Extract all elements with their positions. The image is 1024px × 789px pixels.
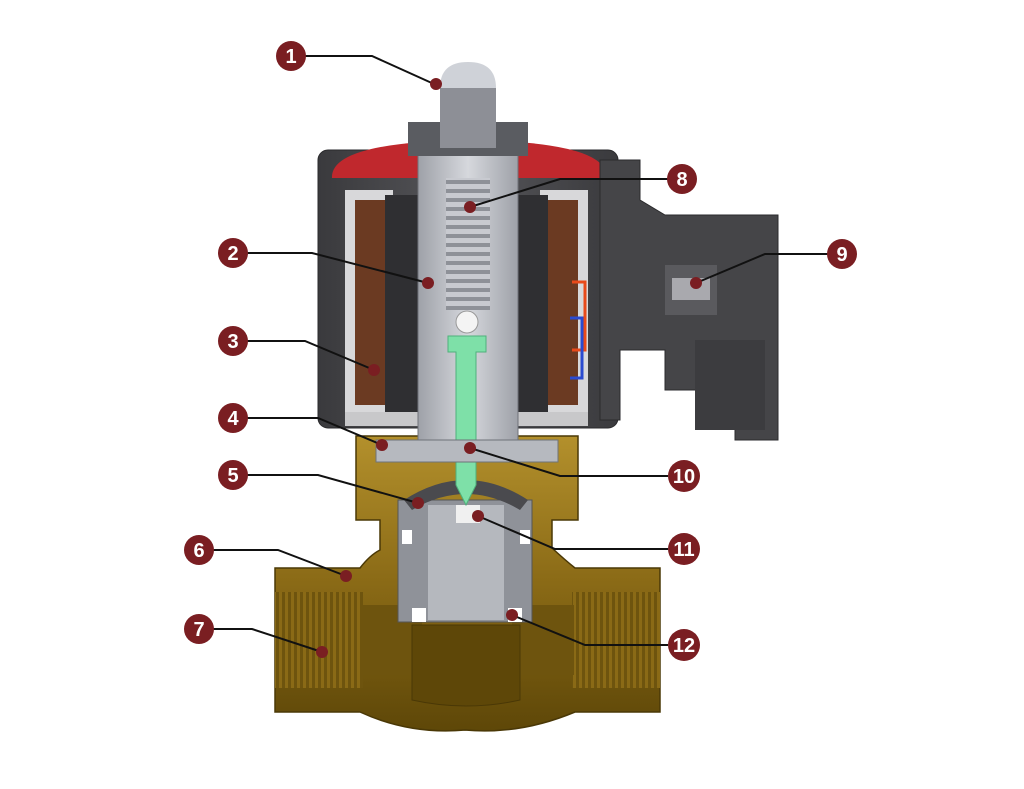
leader-7 [213,628,323,653]
callout-label-1: 1 [285,46,296,68]
callout-label-7: 7 [193,619,204,641]
callout-badge-1 [276,41,306,71]
leader-2 [247,252,429,284]
adjust-stem [440,88,496,148]
callout-badges: 1 2 3 4 5 6 7 8 [184,41,857,661]
pointer-dot-1 [430,78,442,90]
callout-7: 7 [184,614,214,644]
stem-cap [440,62,496,88]
pointer-dot-8 [464,201,476,213]
leader-1 [305,55,435,85]
leader-3 [247,340,375,371]
callout-11: 11 [668,533,700,565]
leader-5 [247,474,419,504]
inlet-thread [275,592,363,688]
callout-label-4: 4 [227,408,239,430]
callout-label-8: 8 [676,169,687,191]
pointer-dot-3 [368,364,380,376]
callout-badge-4 [218,403,248,433]
pointer-dot-2 [422,277,434,289]
callout-label-3: 3 [227,331,238,353]
pointer-dot-9 [690,277,702,289]
connector-cable-entry [695,340,765,430]
callout-label-12: 12 [673,635,695,657]
callout-label-10: 10 [673,466,695,488]
callout-badge-5 [218,460,248,490]
pointer-dot-7 [316,646,328,658]
leader-6 [213,549,347,577]
leader-9 [695,253,828,284]
callout-2: 2 [218,238,248,268]
callout-badge-11 [668,533,700,565]
pointer-dot-4 [376,439,388,451]
leader-4 [247,417,383,446]
wire-red [572,280,587,352]
callout-badge-10 [668,460,700,492]
callout-label-6: 6 [193,540,204,562]
callout-9: 9 [827,239,857,269]
callout-label-11: 11 [673,539,694,561]
seat-assembly [397,480,533,623]
callout-12: 12 [668,629,700,661]
diaphragm [404,480,528,510]
callout-badge-12 [668,629,700,661]
pointer-dot-5 [412,497,424,509]
coil-inner-left [385,195,421,415]
pointer-dot-11 [472,510,484,522]
center-passage [411,624,521,707]
armature-assembly [375,62,559,507]
callout-1: 1 [276,41,306,71]
callout-badge-2 [218,238,248,268]
seat-housing-center [428,505,504,620]
electrical-connector [599,159,779,441]
pointer-dot-6 [340,570,352,582]
coil-winding-right [548,200,578,405]
wire-blue [570,316,584,380]
leader-12 [511,614,668,646]
leader-10 [469,447,668,477]
callout-label-2: 2 [227,243,238,265]
pointer-dot-10 [464,442,476,454]
outlet-thread [572,592,660,688]
leader-8 [469,178,668,208]
seat-left-block [412,608,426,622]
callout-badge-8 [667,164,697,194]
spring [446,178,490,310]
leader-11 [477,515,668,550]
callout-badge-9 [827,239,857,269]
callout-8: 8 [667,164,697,194]
callout-4: 4 [218,403,248,433]
callout-5: 5 [218,460,248,490]
callout-badge-7 [184,614,214,644]
callout-badge-6 [184,535,214,565]
pointer-dot-12 [506,609,518,621]
callout-10: 10 [668,460,700,492]
seat-port-left [402,530,412,544]
callout-6: 6 [184,535,214,565]
plunger-ball [455,310,479,334]
callout-3: 3 [218,326,248,356]
pointer-dots [316,78,702,658]
callout-label-9: 9 [836,244,847,266]
callout-badge-3 [218,326,248,356]
plunger [447,335,487,507]
leader-lines [213,55,828,653]
callout-label-5: 5 [227,465,238,487]
